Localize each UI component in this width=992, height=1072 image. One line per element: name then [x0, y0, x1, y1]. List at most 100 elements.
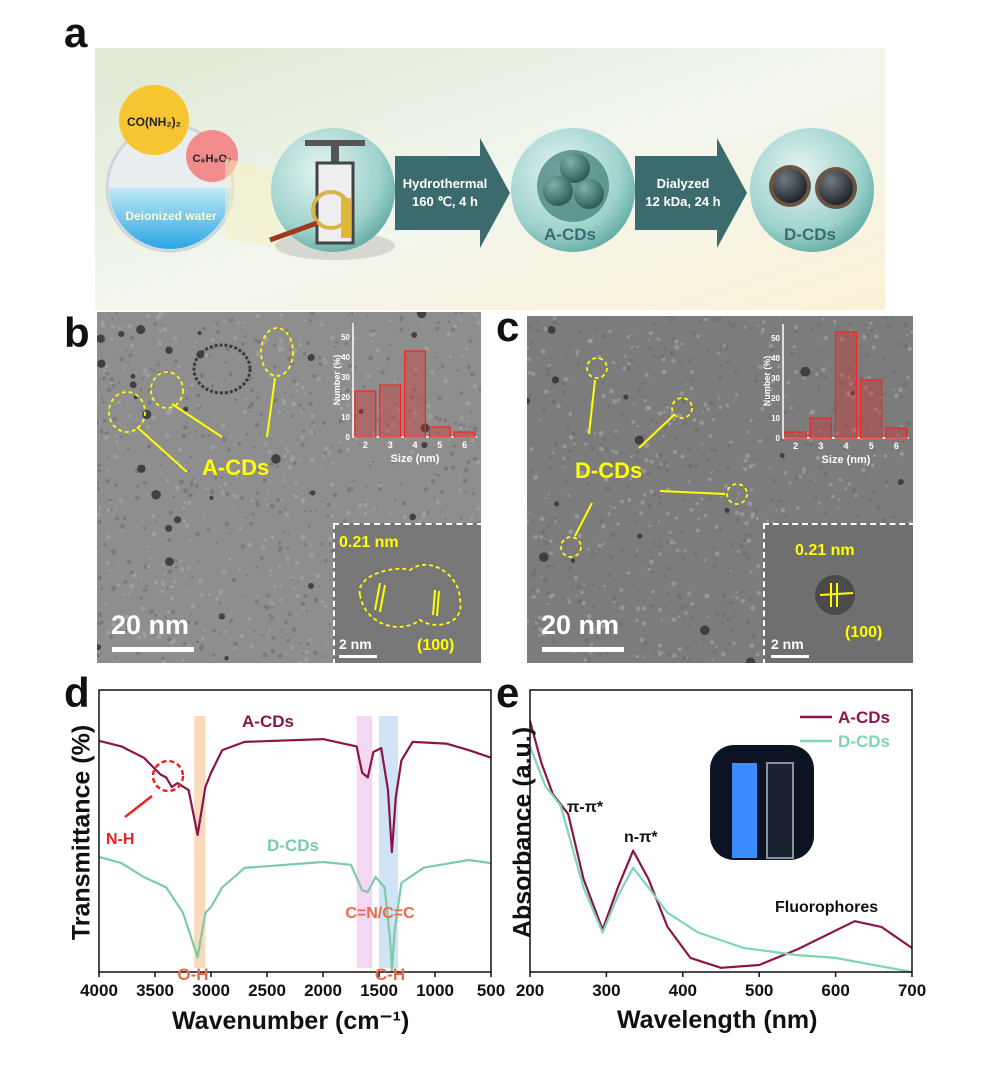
noise-dot — [688, 623, 691, 627]
noise-dot — [630, 334, 633, 337]
noise-dot — [887, 345, 891, 348]
noise-dot — [309, 457, 315, 462]
noise-dot — [470, 438, 475, 443]
noise-dot — [869, 387, 873, 391]
noise-dot — [413, 413, 418, 418]
noise-dot — [306, 352, 309, 356]
noise-dot — [262, 652, 268, 658]
noise-dot — [679, 530, 684, 535]
noise-dot — [683, 548, 687, 552]
noise-dot — [196, 560, 200, 563]
x-tick-label: 4 — [412, 440, 417, 450]
noise-dot — [347, 364, 353, 369]
noise-dot — [434, 428, 437, 432]
noise-dot — [258, 432, 261, 436]
noise-dot — [648, 524, 652, 528]
noise-dot — [662, 410, 666, 414]
noise-dot — [842, 381, 846, 384]
noise-dot — [412, 387, 417, 392]
noise-dot — [245, 573, 249, 577]
noise-dot — [695, 501, 700, 506]
noise-dot — [899, 451, 905, 457]
n-h-arrow — [124, 795, 153, 818]
noise-dot — [278, 549, 282, 553]
magnifier-icon — [311, 190, 351, 230]
noise-dot — [823, 335, 829, 341]
noise-dot — [262, 341, 267, 346]
noise-dot — [284, 620, 288, 625]
nanoparticle — [307, 353, 315, 362]
noise-dot — [109, 380, 114, 385]
noise-dot — [320, 599, 325, 604]
noise-dot — [111, 585, 117, 591]
noise-dot — [771, 521, 774, 524]
noise-dot — [823, 471, 829, 477]
noise-dot — [171, 610, 176, 615]
noise-dot — [747, 501, 753, 506]
noise-dot — [760, 406, 765, 411]
noise-dot — [527, 500, 529, 503]
noise-dot — [210, 383, 215, 388]
noise-dot — [146, 314, 151, 319]
noise-dot — [130, 343, 135, 348]
noise-dot — [635, 619, 639, 623]
noise-dot — [683, 624, 687, 627]
nanoparticle — [539, 552, 549, 562]
arrow-dialysis: Dialyzed 12 kDa, 24 h — [635, 138, 747, 248]
noise-dot — [271, 635, 276, 640]
noise-dot — [260, 633, 264, 637]
noise-dot — [104, 602, 108, 606]
noise-dot — [417, 398, 421, 402]
noise-dot — [528, 512, 531, 515]
noise-dot — [409, 395, 415, 400]
noise-dot — [224, 361, 227, 364]
noise-dot — [446, 331, 451, 337]
noise-dot — [773, 358, 778, 364]
noise-dot — [744, 533, 748, 537]
noise-dot — [405, 438, 408, 442]
noise-dot — [863, 377, 866, 380]
noise-dot — [636, 387, 642, 393]
noise-dot — [97, 575, 103, 581]
noise-dot — [414, 373, 418, 377]
noise-dot — [292, 379, 297, 384]
noise-dot — [161, 621, 164, 625]
noise-dot — [437, 321, 440, 324]
noise-dot — [589, 552, 595, 558]
noise-dot — [802, 470, 806, 474]
noise-dot — [742, 550, 748, 556]
noise-dot — [172, 495, 176, 499]
noise-dot — [472, 426, 478, 432]
noise-dot — [619, 452, 623, 456]
histogram-bar — [784, 431, 807, 439]
noise-dot — [102, 418, 107, 423]
noise-dot — [253, 338, 258, 343]
noise-dot — [309, 312, 315, 316]
noise-dot — [632, 402, 635, 406]
noise-dot — [473, 456, 478, 462]
noise-dot — [730, 627, 735, 632]
noise-dot — [202, 326, 207, 331]
noise-dot — [703, 317, 708, 322]
noise-dot — [273, 584, 277, 588]
noise-dot — [287, 465, 293, 471]
noise-dot — [583, 583, 586, 587]
noise-dot — [646, 405, 652, 411]
noise-dot — [283, 413, 286, 417]
noise-dot — [168, 409, 173, 414]
noise-dot — [404, 356, 408, 360]
noise-dot — [142, 633, 147, 638]
noise-dot — [608, 554, 614, 560]
noise-dot — [545, 565, 550, 569]
noise-dot — [147, 400, 152, 405]
noise-dot — [674, 344, 680, 350]
noise-dot — [142, 481, 147, 485]
annotation-n-h: N-H — [106, 831, 134, 848]
plot-frame — [98, 689, 492, 973]
noise-dot — [767, 386, 773, 392]
noise-dot — [533, 474, 538, 480]
noise-dot — [712, 648, 718, 654]
histogram-bar — [834, 331, 858, 439]
noise-dot — [703, 316, 706, 318]
